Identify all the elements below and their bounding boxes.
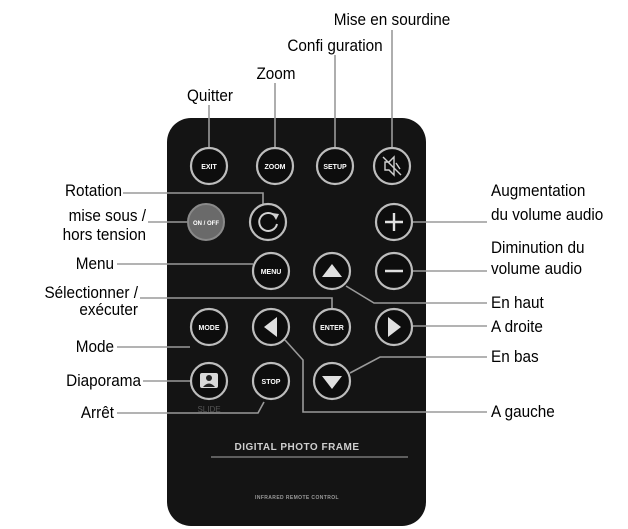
label-arret: Arrêt [80, 403, 114, 422]
callout-en-haut [345, 285, 487, 304]
label-onoff-line1: mise sous / [68, 206, 146, 225]
label-configuration: Confi guration [287, 36, 383, 55]
footer-label: INFRARED REMOTE CONTROL [255, 495, 339, 501]
label-zoom: Zoom [256, 64, 296, 83]
setup-button[interactable]: SETUP [315, 146, 355, 186]
exit-button-label: EXIT [201, 164, 217, 171]
rotation-button[interactable] [248, 202, 288, 242]
stop-button[interactable]: STOP [251, 361, 291, 401]
label-diaporama: Diaporama [66, 371, 141, 390]
label-a-gauche: A gauche [491, 402, 555, 421]
label-select-line2: exécuter [79, 300, 138, 319]
label-rotation: Rotation [65, 181, 122, 200]
callout-arret [117, 401, 265, 414]
down-arrow-icon [322, 376, 342, 389]
callout-lines [117, 30, 487, 414]
volume-up-button[interactable] [374, 202, 414, 242]
up-button[interactable] [312, 251, 352, 291]
slide-caption: SLIDE [197, 405, 220, 414]
label-mode: Mode [75, 337, 114, 356]
slideshow-button[interactable] [189, 361, 229, 401]
left-button[interactable] [251, 307, 291, 347]
zoom-button-label: ZOOM [265, 164, 286, 171]
label-vol-up-line2: du volume audio [491, 205, 604, 224]
onoff-button[interactable]: ON / OFF [187, 203, 225, 241]
mode-button[interactable]: MODE [189, 307, 229, 347]
label-onoff-line2: hors tension [62, 225, 146, 244]
menu-button[interactable]: MENU [251, 251, 291, 291]
right-arrow-icon [388, 317, 401, 337]
volume-down-button[interactable] [374, 251, 414, 291]
enter-button[interactable]: ENTER [312, 307, 352, 347]
stop-button-label: STOP [262, 379, 281, 386]
label-menu: Menu [75, 254, 114, 273]
rotate-icon [258, 211, 279, 232]
slideshow-icon [200, 373, 218, 388]
mode-button-label: MODE [199, 325, 220, 332]
label-a-droite: A droite [491, 317, 543, 336]
brand-label: DIGITAL PHOTO FRAME [234, 442, 359, 453]
exit-button[interactable]: EXIT [189, 146, 229, 186]
remote-body [167, 118, 426, 526]
label-select-line1: Sélectionner / [44, 283, 138, 302]
mute-button[interactable] [372, 146, 412, 186]
up-arrow-icon [322, 264, 342, 277]
menu-button-label: MENU [261, 269, 282, 276]
callout-a-gauche [284, 339, 487, 413]
label-vol-down-line1: Diminution du [491, 238, 585, 257]
left-arrow-icon [264, 317, 277, 337]
setup-button-label: SETUP [323, 164, 347, 171]
right-button[interactable] [374, 307, 414, 347]
label-en-bas: En bas [491, 347, 539, 366]
onoff-button-label: ON / OFF [193, 221, 219, 227]
label-vol-down-line2: volume audio [491, 259, 583, 278]
zoom-button[interactable]: ZOOM [255, 146, 295, 186]
label-en-haut: En haut [491, 293, 544, 312]
enter-button-label: ENTER [320, 325, 344, 332]
label-vol-up-line1: Augmentation [491, 181, 586, 200]
label-sourdine: Mise en sourdine [333, 10, 451, 29]
label-quitter: Quitter [187, 86, 233, 105]
mute-icon [382, 155, 402, 177]
callout-en-bas [349, 356, 487, 374]
down-button[interactable] [312, 361, 352, 401]
plus-icon [385, 213, 403, 231]
